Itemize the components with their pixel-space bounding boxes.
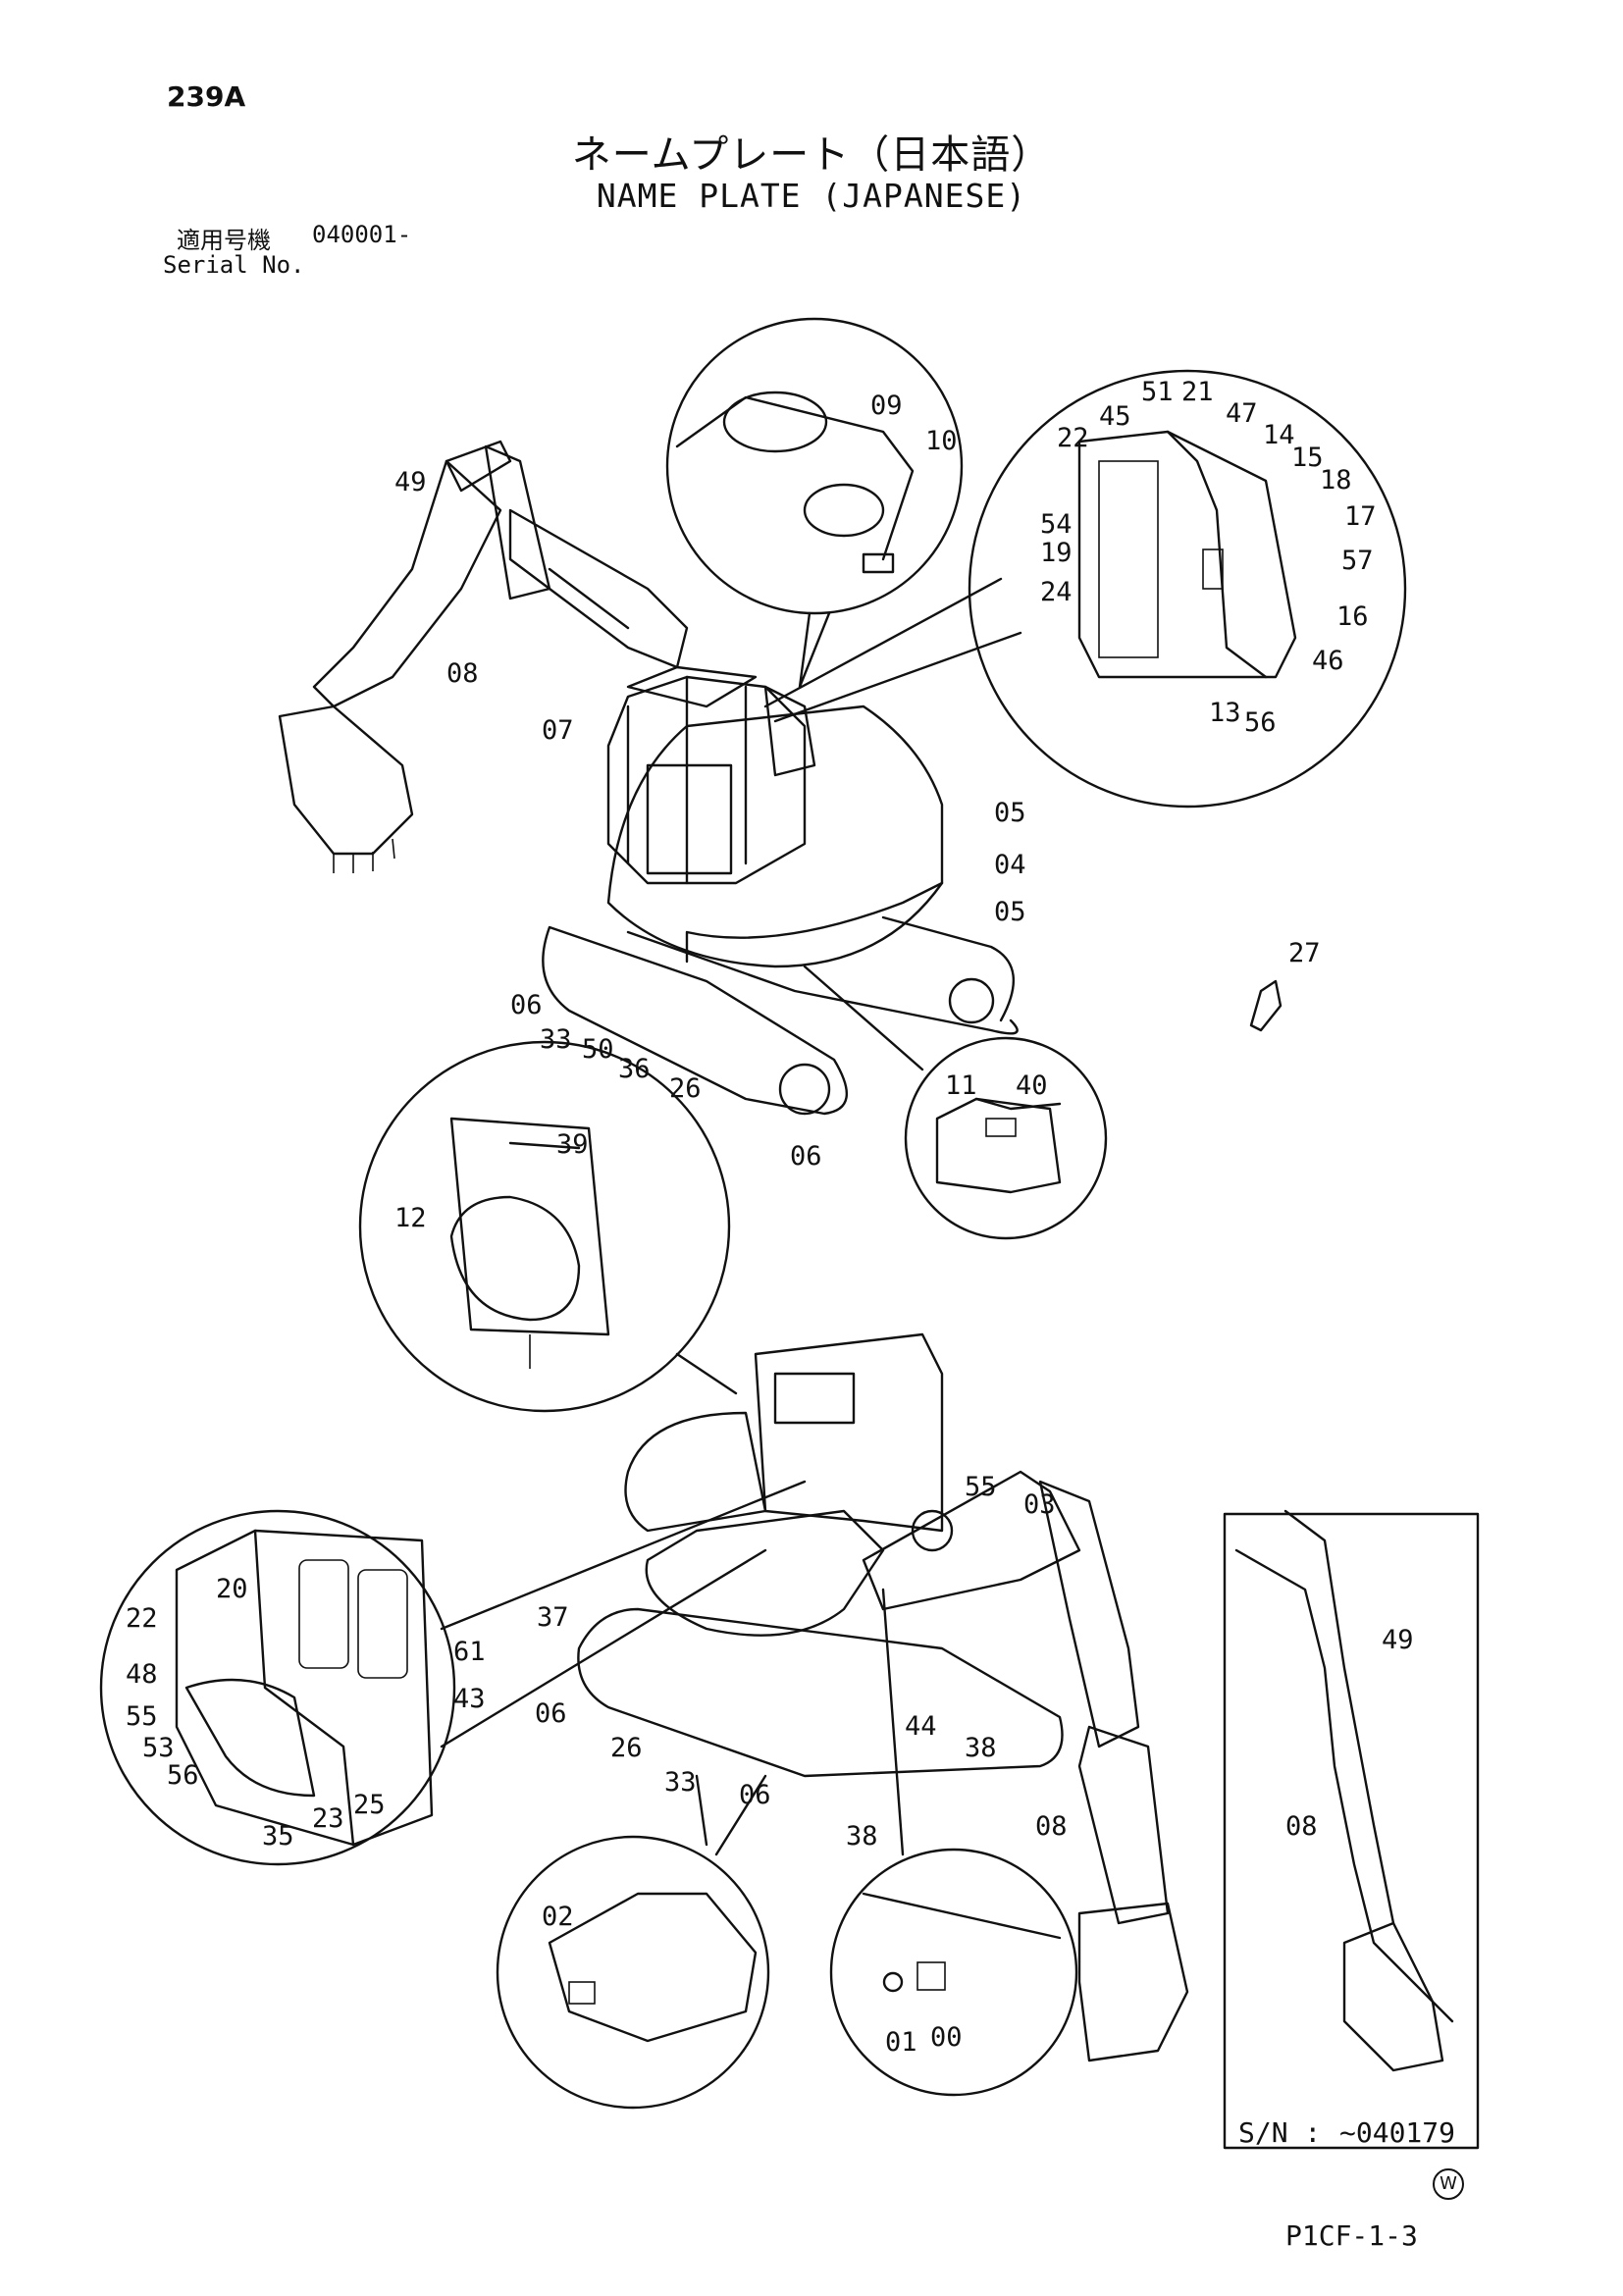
page-number: 239A bbox=[167, 80, 246, 113]
part-label-35: 35 bbox=[262, 1821, 294, 1852]
detail-circle-tank bbox=[665, 317, 964, 689]
part-label-22: 22 bbox=[126, 1603, 158, 1634]
part-label-54: 53 bbox=[142, 1733, 175, 1763]
inset-box-early-serial bbox=[1223, 1509, 1480, 2150]
part-label-39: 39 bbox=[556, 1129, 589, 1160]
inset-serial-value: ~040179 bbox=[1339, 2116, 1456, 2149]
serial-label-japanese: 適用号機 bbox=[177, 227, 271, 254]
detail-circle-serial-plate bbox=[829, 1588, 1078, 2097]
part-label-36: 36 bbox=[618, 1054, 651, 1084]
part-label-02: 02 bbox=[542, 1902, 574, 1932]
part-label-26: 26 bbox=[610, 1733, 643, 1763]
part-label-40: 40 bbox=[1016, 1070, 1048, 1101]
part-label-46: 46 bbox=[1312, 646, 1344, 676]
page-title-english: NAME PLATE (JAPANESE) bbox=[596, 177, 1027, 215]
part-label-01: 01 bbox=[885, 2027, 917, 2058]
part-label-38: 38 bbox=[965, 1733, 997, 1763]
part-label-27: 27 bbox=[1288, 938, 1321, 968]
part-label-45: 45 bbox=[1099, 401, 1131, 432]
part-label-37: 37 bbox=[537, 1602, 569, 1633]
part-label-52: 54 bbox=[1040, 509, 1073, 540]
part-label-14: 14 bbox=[1263, 420, 1295, 450]
detail-circle-battery bbox=[803, 965, 1108, 1240]
part-label-57: 56 bbox=[1244, 707, 1277, 738]
part-label-61: 61 bbox=[453, 1637, 486, 1667]
part-label-53: 55 bbox=[965, 1472, 997, 1502]
part-label-56: 56 bbox=[167, 1760, 199, 1791]
part-label-03: 03 bbox=[1023, 1489, 1056, 1520]
part-label-51: 49 bbox=[1382, 1625, 1414, 1655]
serial-label-english: Serial No. bbox=[163, 251, 305, 279]
part-label-51: 49 bbox=[394, 467, 427, 497]
part-label-12: 12 bbox=[394, 1203, 427, 1233]
watermark-circle-icon: W bbox=[1433, 2168, 1464, 2200]
detail-circle-cab-interior bbox=[99, 1480, 807, 1866]
part-label-33: 33 bbox=[664, 1767, 697, 1798]
part-label-55: 55 bbox=[126, 1701, 158, 1732]
part-label-38: 38 bbox=[846, 1821, 878, 1852]
page-title-japanese: ネームプレート（日本語） bbox=[571, 132, 1052, 178]
part-label-25: 25 bbox=[353, 1790, 386, 1820]
part-label-17: 17 bbox=[1344, 501, 1377, 532]
part-label-06: 06 bbox=[739, 1780, 771, 1810]
part-label-26: 26 bbox=[669, 1073, 702, 1104]
part-label-22: 22 bbox=[1057, 423, 1089, 453]
part-label-04: 04 bbox=[994, 850, 1026, 880]
drawing-code: P1CF-1-3 bbox=[1285, 2219, 1418, 2252]
part-label-13: 13 bbox=[1209, 698, 1241, 728]
part-label-47: 47 bbox=[1226, 398, 1258, 429]
part-label-18: 18 bbox=[1320, 465, 1352, 496]
excavator-top bbox=[278, 440, 1283, 1116]
part-number-labels: 09 10 49 08 07 05 04 05 06 33 50 36 26 0… bbox=[126, 377, 1414, 2058]
part-label-07: 07 bbox=[542, 715, 574, 746]
inset-serial-label: S/N : bbox=[1238, 2116, 1322, 2149]
part-label-43: 43 bbox=[453, 1684, 486, 1714]
excavator-bottom bbox=[577, 1332, 1189, 2062]
part-label-33: 33 bbox=[540, 1024, 572, 1055]
detail-circle-radiator bbox=[358, 1040, 738, 1413]
part-label-21: 21 bbox=[1181, 377, 1214, 407]
part-label-08: 08 bbox=[446, 658, 479, 689]
part-label-10: 10 bbox=[925, 426, 958, 456]
part-label-50: 50 bbox=[582, 1034, 614, 1065]
detail-circle-cab-door bbox=[763, 369, 1407, 809]
part-label-11: 11 bbox=[945, 1070, 977, 1101]
part-label-08: 08 bbox=[1035, 1811, 1068, 1842]
part-label-09: 09 bbox=[870, 391, 903, 421]
serial-number-value: 040001- bbox=[312, 221, 412, 248]
part-label-05: 05 bbox=[994, 897, 1026, 927]
detail-circle-counterweight bbox=[496, 1774, 770, 2110]
part-label-20: 20 bbox=[216, 1574, 248, 1604]
part-label-15: 15 bbox=[1291, 443, 1324, 473]
part-label-19: 19 bbox=[1040, 538, 1073, 568]
part-label-49: 51 bbox=[1141, 377, 1174, 407]
part-label-44: 44 bbox=[905, 1711, 937, 1742]
part-label-58: 57 bbox=[1341, 546, 1374, 576]
part-label-48: 48 bbox=[126, 1659, 158, 1690]
part-label-00: 00 bbox=[930, 2022, 963, 2053]
part-label-06: 06 bbox=[790, 1141, 822, 1172]
part-label-24: 24 bbox=[1040, 577, 1073, 607]
part-label-08: 08 bbox=[1285, 1811, 1318, 1842]
part-label-06: 06 bbox=[510, 990, 543, 1020]
part-label-16: 16 bbox=[1336, 601, 1369, 632]
part-label-23: 23 bbox=[312, 1803, 344, 1834]
part-label-05: 05 bbox=[994, 798, 1026, 828]
part-label-06: 06 bbox=[535, 1698, 567, 1729]
